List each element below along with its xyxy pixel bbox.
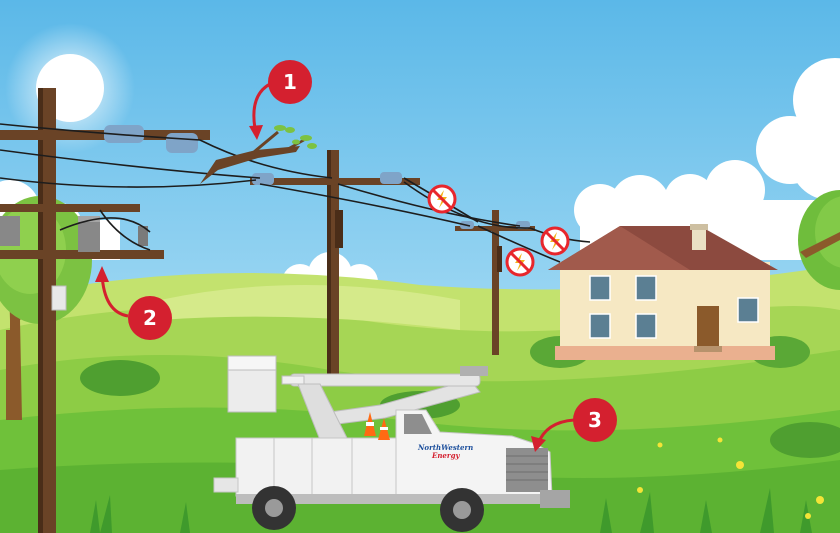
transformers <box>0 216 148 252</box>
marker-2-label: 2 <box>143 306 157 330</box>
pole-far <box>455 210 535 355</box>
tires <box>252 486 484 532</box>
bucket-truck: NorthWestern Energy <box>213 355 570 532</box>
pole-middle <box>250 150 420 380</box>
cloud-right <box>574 58 840 260</box>
truck-logo: NorthWestern Energy <box>417 443 473 460</box>
flowers <box>637 437 824 519</box>
truck-logo-line2: Energy <box>431 451 460 460</box>
insulators <box>104 125 530 229</box>
house-door <box>697 306 719 348</box>
marker-1-label: 1 <box>283 70 297 94</box>
marker-3: 3 <box>531 398 617 452</box>
traffic-cones <box>364 412 390 440</box>
fallen-branch <box>200 125 317 184</box>
truck-logo-line1: NorthWestern <box>417 443 473 452</box>
power-lines <box>0 123 591 263</box>
house-windows <box>589 275 759 339</box>
marker-1: 1 <box>249 60 312 140</box>
pole-tag <box>51 285 67 311</box>
tree-right <box>798 190 840 290</box>
marker-2: 2 <box>95 266 172 340</box>
marker-3-label: 3 <box>588 408 602 432</box>
house <box>548 224 778 360</box>
bucket <box>227 365 277 413</box>
